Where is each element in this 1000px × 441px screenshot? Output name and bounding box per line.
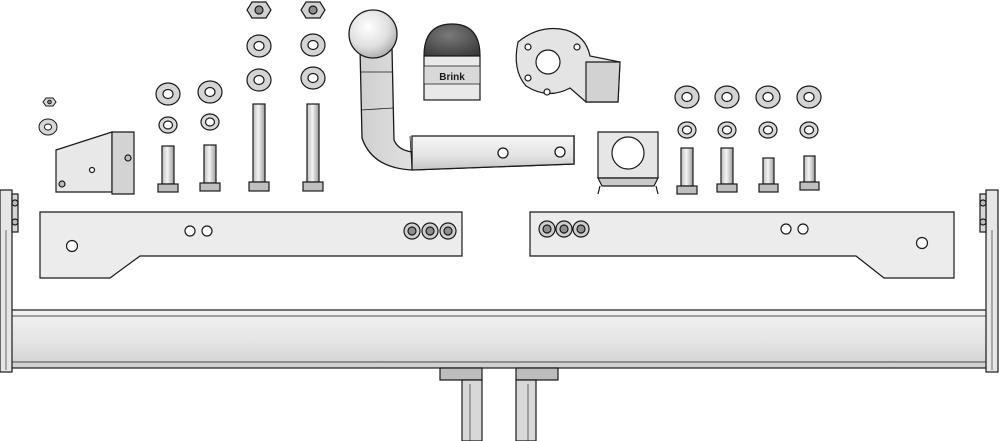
- long-bolts: [248, 103, 324, 192]
- washer: [246, 68, 272, 92]
- socket-mounting-plate: [515, 27, 621, 103]
- spring-washer: [717, 121, 737, 139]
- left-side-plate: [39, 211, 463, 279]
- ball-cap: Brink: [423, 23, 481, 101]
- washer: [197, 80, 223, 104]
- cap-brand-label: Brink: [439, 72, 465, 83]
- spring-washer: [758, 121, 778, 139]
- washer: [755, 85, 781, 109]
- cross-member-bar: [9, 309, 989, 369]
- nut: [246, 1, 272, 19]
- spring-washer: [677, 121, 697, 139]
- bolt: [716, 147, 738, 193]
- spring-washer: [158, 116, 178, 134]
- plate-nuts-right: [538, 220, 590, 238]
- washer: [300, 33, 326, 57]
- bolt: [199, 144, 221, 192]
- bolt: [676, 147, 698, 195]
- medium-bolts: [157, 144, 221, 193]
- small-washer: [38, 118, 58, 136]
- center-mounting-brackets: [439, 367, 559, 441]
- bolt: [248, 103, 270, 192]
- spring-washer: [799, 121, 819, 139]
- right-side-plate: [529, 211, 955, 279]
- plate-nuts-left: [403, 222, 457, 240]
- washer: [796, 85, 822, 109]
- tow-ball: [348, 9, 398, 59]
- bolt: [758, 157, 779, 193]
- nut: [300, 1, 326, 19]
- spring-washer: [200, 113, 220, 131]
- bolt: [157, 145, 179, 193]
- washer: [246, 34, 272, 58]
- small-nut: [42, 97, 57, 107]
- bolt: [302, 103, 324, 192]
- washer: [300, 66, 326, 90]
- bolt: [799, 155, 820, 191]
- left-side-bracket: [55, 131, 135, 195]
- electrical-socket-bracket: [597, 131, 659, 195]
- tow-ball-arm: [348, 9, 575, 171]
- left-end-flange: [0, 189, 19, 373]
- washer: [674, 85, 700, 109]
- spring-washers: [158, 113, 819, 139]
- short-bolts: [676, 147, 820, 195]
- washer: [155, 82, 181, 106]
- washers: [155, 33, 822, 109]
- washer: [714, 85, 740, 109]
- right-end-flange: [979, 189, 999, 373]
- nuts: [246, 1, 326, 19]
